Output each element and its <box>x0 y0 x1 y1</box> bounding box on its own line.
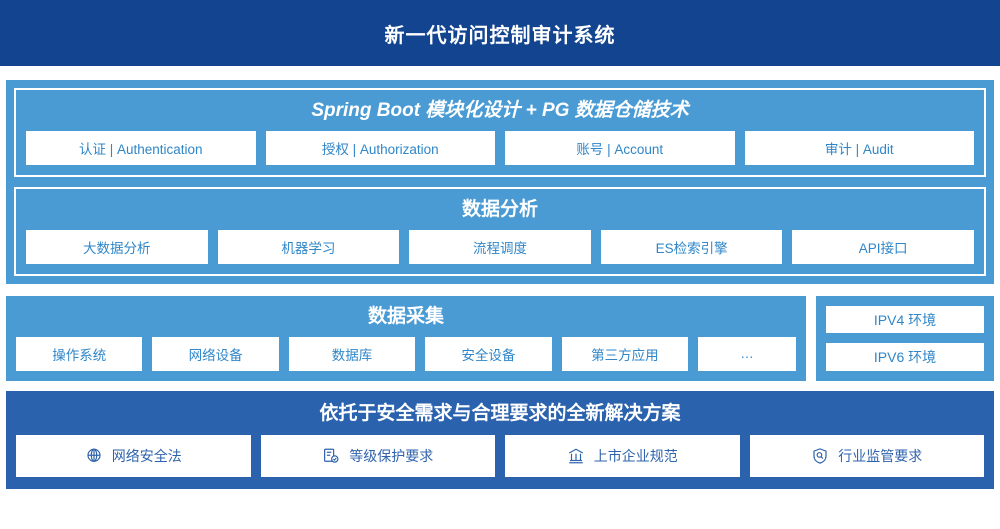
compliance-item-listed-company-norms-label: 上市企业规范 <box>593 447 678 464</box>
environment-ipv6-label: IPV6 环境 <box>873 348 937 365</box>
collection-panel: 数据采集 操作系统 网络设备 数据库 安全设备 第三方应用 … <box>6 295 806 381</box>
source-network-device[interactable]: 网络设备 <box>152 336 279 371</box>
environment-ipv6[interactable]: IPV6 环境 <box>826 343 984 371</box>
source-operating-system-label: 操作系统 <box>52 347 107 363</box>
source-network-device-label: 网络设备 <box>188 347 243 363</box>
source-more[interactable]: … <box>698 336 797 371</box>
document-check-icon <box>322 447 340 465</box>
compliance-item-listed-company-norms[interactable]: 上市企业规范 <box>505 434 740 477</box>
source-security-device[interactable]: 安全设备 <box>425 336 552 371</box>
source-security-device-label: 安全设备 <box>461 347 516 363</box>
module-audit-label: 审计 | Audit <box>824 141 894 157</box>
compliance-item-classified-protection-label: 等级保护要求 <box>349 447 434 464</box>
module-audit[interactable]: 审计 | Audit <box>744 130 974 165</box>
collection-panel-title: 数据采集 <box>367 305 444 327</box>
spacer-top <box>0 66 1000 80</box>
source-operating-system[interactable]: 操作系统 <box>16 336 143 371</box>
platform-module-row: 认证 | Authentication 授权 | Authorization 账… <box>26 130 974 165</box>
collection-row: 数据采集 操作系统 网络设备 数据库 安全设备 第三方应用 … <box>6 295 994 381</box>
module-authentication-label: 认证 | Authentication <box>78 141 203 157</box>
compliance-title: 依托于安全需求与合理要求的全新解决方案 <box>319 402 681 424</box>
platform-analysis-band: Spring Boot 模块化设计 + PG 数据仓储技术 认证 | Authe… <box>6 80 994 284</box>
source-third-party-app[interactable]: 第三方应用 <box>561 336 689 371</box>
compliance-item-classified-protection[interactable]: 等级保护要求 <box>260 434 495 477</box>
page-title-bar: 新一代访问控制审计系统 <box>0 0 1000 66</box>
compliance-item-cybersecurity-law-label: 网络安全法 <box>111 447 182 464</box>
module-process-scheduling[interactable]: 流程调度 <box>409 229 591 264</box>
collection-source-row: 操作系统 网络设备 数据库 安全设备 第三方应用 … <box>16 336 797 371</box>
globe-icon <box>85 447 103 465</box>
source-more-label: … <box>740 346 754 362</box>
module-account-label: 账号 | Account <box>576 141 664 157</box>
analysis-panel: 数据分析 大数据分析 机器学习 流程调度 ES检索引擎 API接口 <box>14 186 986 276</box>
module-authorization[interactable]: 授权 | Authorization <box>265 130 495 165</box>
module-authentication[interactable]: 认证 | Authentication <box>26 130 256 165</box>
bank-icon <box>567 447 585 465</box>
analysis-module-row: 大数据分析 机器学习 流程调度 ES检索引擎 API接口 <box>26 229 974 264</box>
module-machine-learning-label: 机器学习 <box>281 240 336 256</box>
module-process-scheduling-label: 流程调度 <box>472 240 527 256</box>
module-big-data-analysis-label: 大数据分析 <box>83 240 151 256</box>
module-es-search-engine[interactable]: ES检索引擎 <box>600 229 783 264</box>
module-authorization-label: 授权 | Authorization <box>321 141 439 157</box>
platform-panel: Spring Boot 模块化设计 + PG 数据仓储技术 认证 | Authe… <box>14 88 986 177</box>
spacer-middle <box>0 283 1000 296</box>
environment-ipv4-label: IPV4 环境 <box>873 311 937 328</box>
module-machine-learning[interactable]: 机器学习 <box>217 229 400 264</box>
module-api-interface-label: API接口 <box>858 240 908 256</box>
module-account[interactable]: 账号 | Account <box>505 130 735 165</box>
module-big-data-analysis[interactable]: 大数据分析 <box>26 229 208 264</box>
compliance-band: 依托于安全需求与合理要求的全新解决方案 网络安全法 <box>6 390 994 489</box>
module-es-search-engine-label: ES检索引擎 <box>655 240 728 256</box>
source-third-party-app-label: 第三方应用 <box>591 347 659 363</box>
compliance-item-row: 网络安全法 等级保护要求 <box>16 434 984 477</box>
shield-search-icon <box>811 447 829 465</box>
environment-ipv4[interactable]: IPV4 环境 <box>826 305 984 334</box>
environment-panel: IPV4 环境 IPV6 环境 <box>816 295 994 381</box>
spacer-bottom <box>0 380 1000 391</box>
source-database-label: 数据库 <box>331 347 373 363</box>
analysis-panel-title: 数据分析 <box>461 198 538 220</box>
page-title: 新一代访问控制审计系统 <box>384 24 616 47</box>
source-database[interactable]: 数据库 <box>288 336 416 371</box>
compliance-item-industry-regulation-label: 行业监管要求 <box>838 447 923 464</box>
compliance-item-industry-regulation[interactable]: 行业监管要求 <box>749 434 984 477</box>
module-api-interface[interactable]: API接口 <box>792 229 974 264</box>
compliance-item-cybersecurity-law[interactable]: 网络安全法 <box>16 434 251 477</box>
platform-panel-title: Spring Boot 模块化设计 + PG 数据仓储技术 <box>311 100 689 121</box>
